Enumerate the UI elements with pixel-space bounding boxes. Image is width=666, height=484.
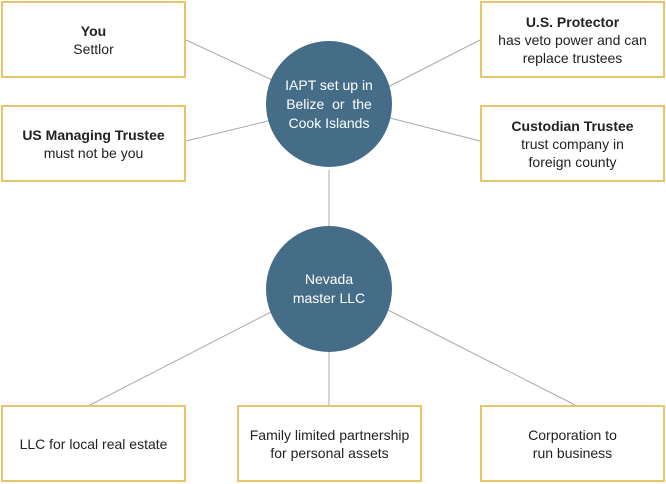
you-title: You xyxy=(80,22,107,39)
iapt-line2: Belize or the xyxy=(286,95,372,112)
connector-trustee-iapt xyxy=(185,119,273,142)
connector-custodian-iapt xyxy=(389,117,481,142)
managing-trustee-subtitle: must not be you xyxy=(43,144,144,161)
iapt-line1: IAPT set up in xyxy=(285,76,373,93)
connector-nevada-llc xyxy=(89,311,272,406)
custodian-box: Custodian Trustee trust company in forei… xyxy=(480,105,665,182)
custodian-subtitle-line1: trust company in xyxy=(521,135,624,152)
you-box: You Settlor xyxy=(1,1,186,78)
managing-trustee-title: US Managing Trustee xyxy=(22,126,165,143)
protector-box: U.S. Protector has veto power and can re… xyxy=(480,1,665,78)
connector-you-iapt xyxy=(185,39,286,87)
flp-box: Family limited partnership for personal … xyxy=(237,405,422,482)
nevada-circle: Nevada master LLC xyxy=(266,226,392,352)
iapt-circle: IAPT set up in Belize or the Cook Island… xyxy=(266,41,392,167)
nevada-line2: master LLC xyxy=(292,290,366,306)
protector-subtitle-line1: has veto power and can xyxy=(498,31,647,48)
llc-real-estate-label: LLC for local real estate xyxy=(19,435,168,452)
custodian-title: Custodian Trustee xyxy=(511,117,634,134)
flp-line1: Family limited partnership xyxy=(249,426,410,443)
protector-title: U.S. Protector xyxy=(525,13,620,30)
corporation-line2: run business xyxy=(532,444,613,461)
flp-line2: for personal assets xyxy=(270,444,389,461)
connector-protector-iapt xyxy=(381,39,481,91)
custodian-subtitle-line2: foreign county xyxy=(528,153,617,170)
protector-subtitle-line2: replace trustees xyxy=(522,49,623,66)
managing-trustee-box: US Managing Trustee must not be you xyxy=(1,105,186,182)
you-subtitle: Settlor xyxy=(73,40,114,57)
nevada-line1: Nevada xyxy=(304,271,354,287)
corporation-line1: Corporation to xyxy=(528,426,617,443)
iapt-line3: Cook Islands xyxy=(288,114,370,131)
llc-real-estate-box: LLC for local real estate xyxy=(1,405,186,482)
connector-nevada-corporation xyxy=(387,309,576,406)
corporation-box: Corporation to run business xyxy=(480,405,665,482)
